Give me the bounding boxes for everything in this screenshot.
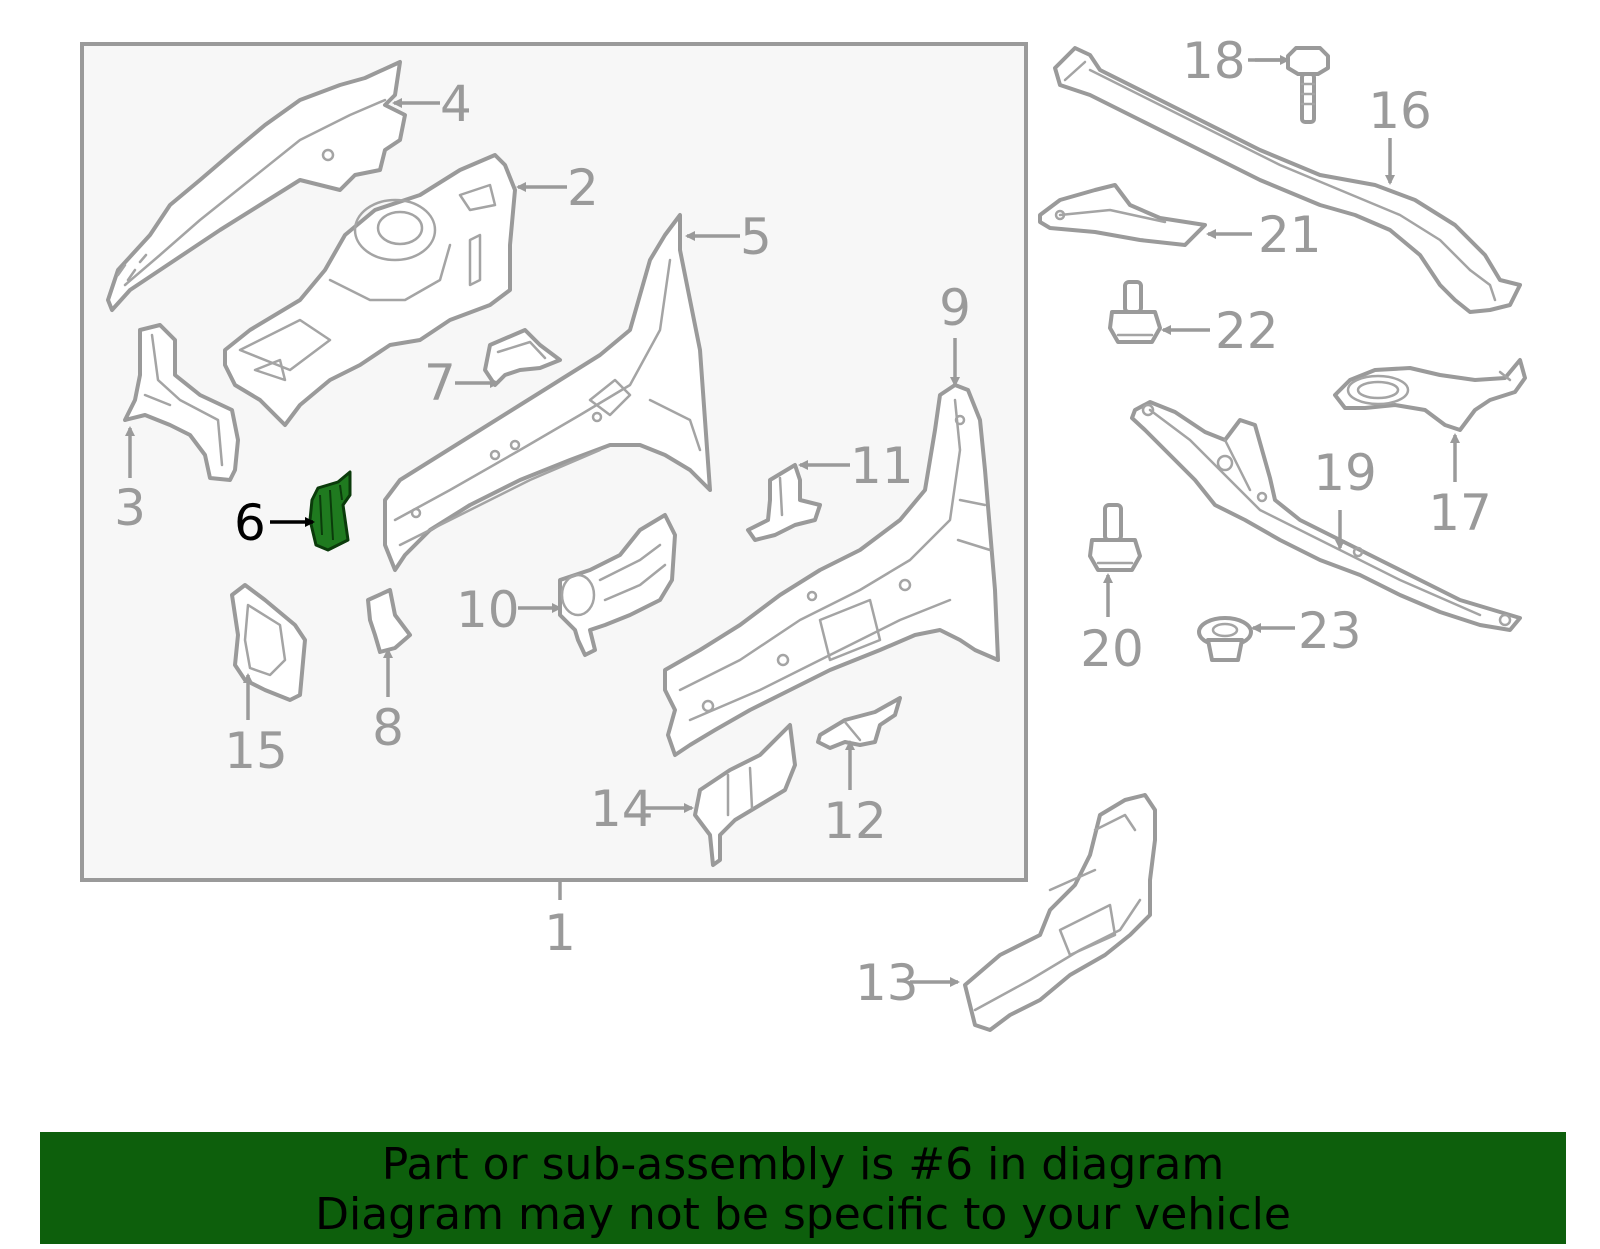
- callout-19: 19: [1313, 444, 1377, 502]
- callout-17: 17: [1428, 484, 1492, 542]
- part-2-strut-tower[interactable]: [223, 153, 517, 427]
- callout-labels: 1 2 3 4 5 6 7 8 9 10 11 12 13 14 15 16 1…: [114, 32, 1492, 1012]
- callout-15: 15: [224, 722, 288, 780]
- callout-12: 12: [823, 792, 887, 850]
- callout-9: 9: [939, 279, 971, 337]
- callout-13: 13: [855, 954, 919, 1012]
- info-banner: Part or sub-assembly is #6 in diagram Di…: [40, 1132, 1566, 1244]
- callout-6: 6: [234, 494, 266, 552]
- callout-23: 23: [1298, 602, 1362, 660]
- part-15-plate[interactable]: [230, 583, 307, 702]
- callout-4: 4: [440, 75, 472, 133]
- part-7-small-bracket[interactable]: [483, 328, 562, 387]
- part-11-clip-bracket[interactable]: [746, 463, 822, 542]
- part-21-bracket[interactable]: [1038, 183, 1207, 247]
- callout-8: 8: [372, 699, 404, 757]
- banner-line-2: Diagram may not be specific to your vehi…: [315, 1189, 1291, 1240]
- part-12-small-bracket[interactable]: [816, 696, 902, 750]
- part-9-large-apron[interactable]: [663, 383, 1000, 757]
- callout-11: 11: [850, 437, 914, 495]
- part-4-upper-rail[interactable]: [106, 60, 407, 312]
- part-8-small-bracket[interactable]: [366, 588, 412, 654]
- callout-5: 5: [740, 208, 772, 266]
- callout-3: 3: [114, 479, 146, 537]
- part-16-tie-bar[interactable]: [1053, 46, 1522, 314]
- callout-18: 18: [1182, 32, 1246, 90]
- callout-2: 2: [567, 159, 599, 217]
- part-14-bracket[interactable]: [693, 723, 797, 867]
- part-19-lower-tie-bar[interactable]: [1130, 400, 1522, 632]
- callout-7: 7: [424, 354, 456, 412]
- callout-10: 10: [456, 581, 520, 639]
- part-20-bolt[interactable]: [1088, 503, 1142, 572]
- part-5-fender-apron[interactable]: [383, 213, 712, 572]
- part-3-bracket[interactable]: [123, 323, 240, 482]
- callout-16: 16: [1368, 82, 1432, 140]
- part-10-mount[interactable]: [558, 513, 677, 657]
- callout-14: 14: [590, 780, 654, 838]
- part-18-bolt[interactable]: [1286, 46, 1330, 124]
- banner-line-1: Part or sub-assembly is #6 in diagram: [381, 1139, 1225, 1190]
- callout-1: 1: [544, 904, 576, 962]
- part-23-nut[interactable]: [1197, 616, 1253, 662]
- part-13-rail-extension[interactable]: [963, 793, 1157, 1032]
- part-17-bracket-with-hole[interactable]: [1333, 358, 1527, 432]
- part-22-bolt[interactable]: [1108, 280, 1162, 344]
- leader-lines: [125, 55, 1460, 987]
- part-6-highlighted-bracket[interactable]: [308, 470, 352, 552]
- callout-22: 22: [1215, 302, 1279, 360]
- callout-21: 21: [1258, 206, 1322, 264]
- callout-20: 20: [1080, 620, 1144, 678]
